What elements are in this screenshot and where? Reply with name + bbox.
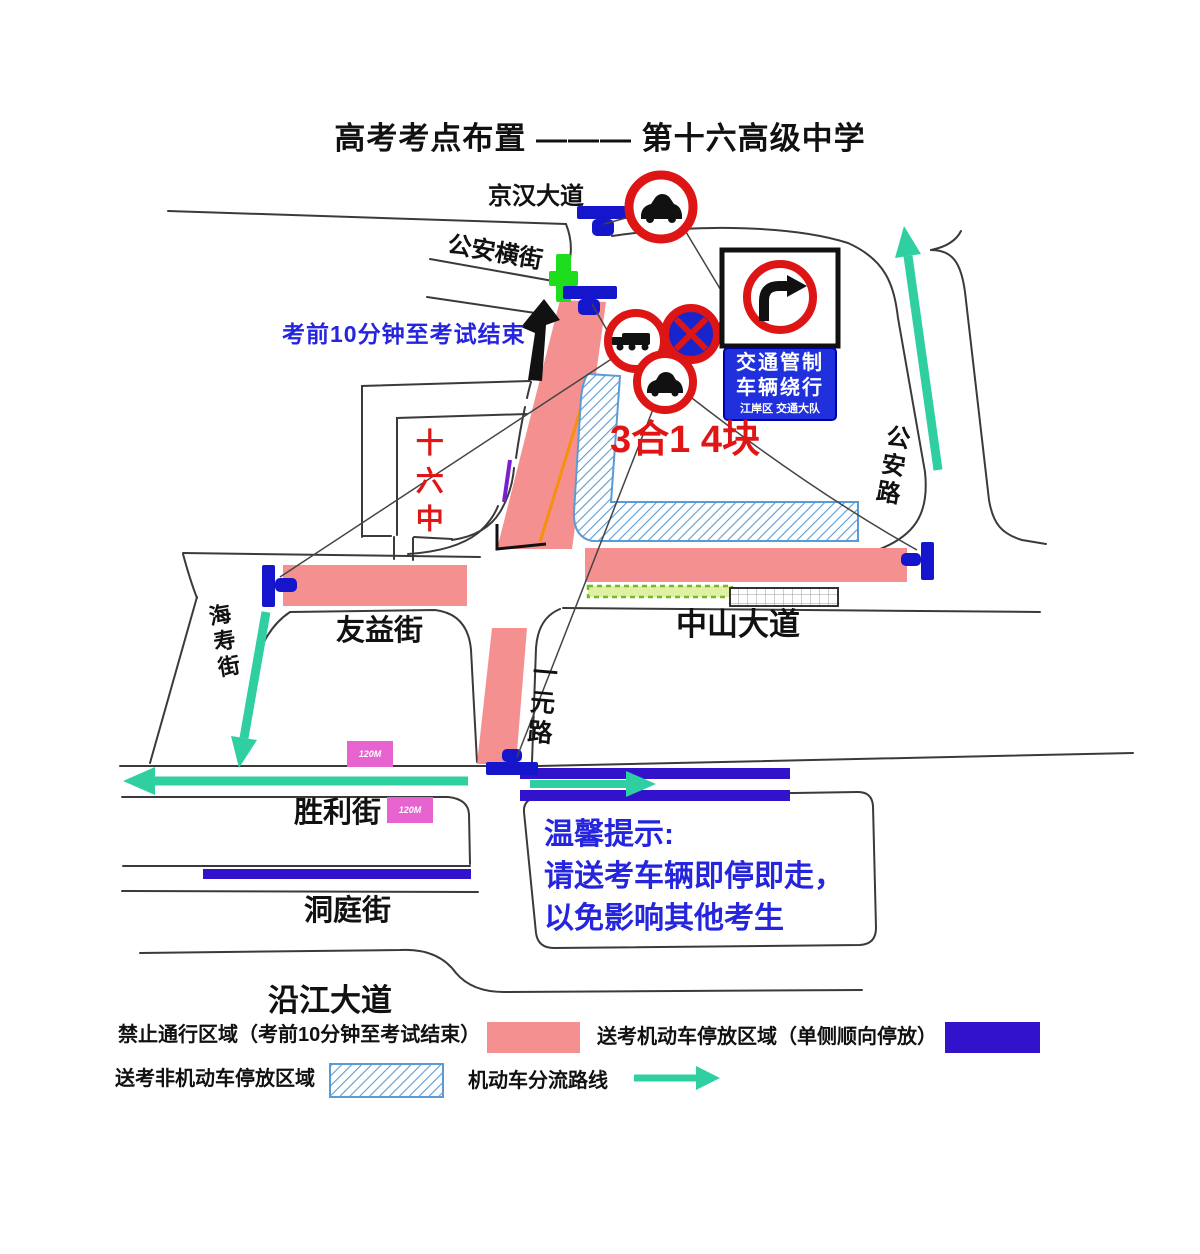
street-label-zhongshan: 中山大道: [676, 607, 800, 642]
distance-marker-left-text: 120M: [358, 749, 382, 759]
legend-swatch-non-motor: [329, 1063, 444, 1098]
legend-label-no-pass: 禁止通行区域（考前10分钟至考试结束）: [118, 1024, 481, 1046]
distance-marker-left: 120M: [347, 741, 393, 767]
school-label: 十六中: [412, 428, 444, 542]
curb-mark: [502, 459, 512, 503]
motor-parking-bars: [203, 768, 790, 879]
barrier-icon-zhongshan-east: [901, 542, 934, 580]
street-label-youyi: 友益街: [336, 615, 424, 647]
legend-swatch-restricted: [487, 1022, 580, 1053]
one-way-arrow: [521, 299, 560, 381]
sign-board-footer: 江岸区 交通大队: [739, 403, 821, 415]
barrier-fence: [729, 587, 839, 607]
restricted-zone-youyi: [283, 565, 467, 606]
traffic-control-sign-board: [719, 247, 841, 421]
legend-label-diversion-route: 机动车分流路线: [468, 1070, 608, 1092]
no-stopping-sign: [661, 304, 721, 364]
map-title: 高考考点布置 ——— 第十六高级中学: [334, 121, 866, 156]
barrier-icon-jinghan: [577, 206, 631, 236]
diversion-arrows: [123, 226, 943, 797]
notice-heading: 温馨提示:: [544, 818, 674, 851]
barrier-icon-yiyuan-north: [563, 286, 617, 315]
barrier-icon-shengli: [486, 749, 538, 775]
stop-line: [495, 524, 547, 551]
traffic-signs: [604, 170, 841, 421]
signs-note: 3合1 4块: [610, 419, 760, 461]
restricted-zone-yiyuan-south: [477, 628, 527, 764]
street-label-yanjiang: 沿江大道: [268, 983, 392, 1018]
no-right-turn-icon: [743, 260, 817, 334]
legend-label-non-motor-parking: 送考非机动车停放区域: [115, 1068, 315, 1090]
sign-board-line2: 车辆绕行: [736, 377, 824, 399]
sign-board-blue-panel: [723, 347, 837, 421]
notice-line1: 请送考车辆即停即走，: [544, 860, 844, 893]
restriction-period-note: 考前10分钟至考试结束: [282, 321, 526, 347]
distance-marker-right: 120M: [387, 797, 433, 823]
distance-marker-right-text: 120M: [398, 805, 422, 815]
street-label-shengli: 胜利街: [294, 797, 382, 829]
restricted-zone-zhongshan: [585, 548, 907, 582]
street-label-jinghan: 京汉大道: [488, 183, 584, 210]
no-cars-sign-top: [624, 170, 698, 244]
legend-swatch-diversion-arrow: [634, 1066, 720, 1090]
legend-swatch-motor-parking: [945, 1022, 1040, 1053]
road-network: [119, 210, 1134, 994]
sign-board-line1: 交通管制: [736, 352, 824, 374]
bike-lane-strip: [586, 584, 734, 599]
street-label-dongting: 洞庭街: [304, 895, 392, 927]
closure-barrier-icons: [262, 206, 934, 775]
no-cars-sign-cluster: [633, 350, 697, 414]
legend-label-motor-parking: 送考机动车停放区域（单侧顺向停放）: [597, 1026, 937, 1048]
lane-center-line: [538, 394, 587, 543]
barrier-icon-youyi-west: [262, 565, 297, 607]
school-outline: [361, 380, 532, 561]
non-motor-parking-zone: [572, 372, 859, 542]
legend-swatches: [329, 1022, 1040, 1098]
notice-line2: 以免影响其他考生: [544, 902, 784, 935]
